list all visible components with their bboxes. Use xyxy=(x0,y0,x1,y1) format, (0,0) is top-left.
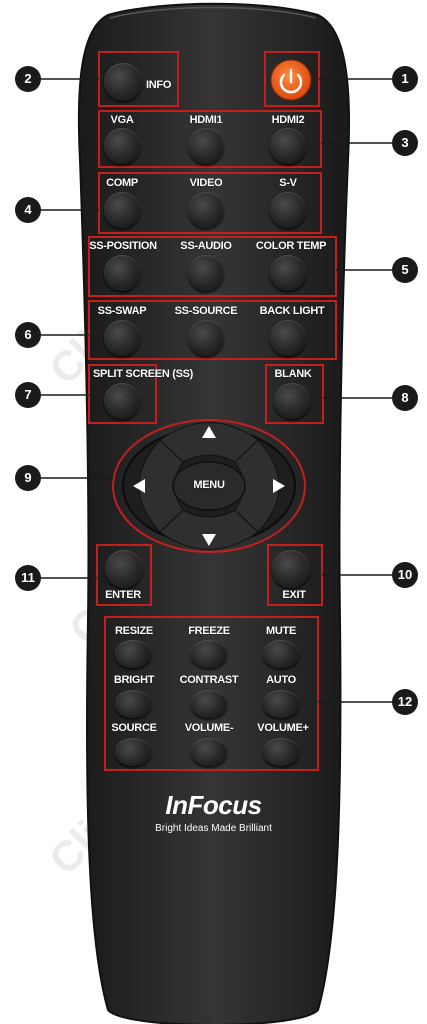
callout-10: 10 xyxy=(392,562,418,588)
ss-swap-button[interactable] xyxy=(104,320,140,356)
enter-label: ENTER xyxy=(105,589,141,601)
contrast-button[interactable] xyxy=(191,690,227,718)
arrow-down-icon xyxy=(202,534,216,546)
exit-button[interactable] xyxy=(272,550,310,588)
ss-audio-button[interactable] xyxy=(188,255,224,291)
split-screen-button[interactable] xyxy=(104,383,140,419)
callout-12: 12 xyxy=(392,689,418,715)
ss-audio-label: SS-AUDIO xyxy=(180,240,232,252)
callout-3: 3 xyxy=(392,130,418,156)
ss-source-button[interactable] xyxy=(188,320,224,356)
callout-4: 4 xyxy=(15,197,41,223)
frame-nav xyxy=(112,419,306,553)
volume-plus-button[interactable] xyxy=(263,738,299,766)
callout-9: 9 xyxy=(15,465,41,491)
callout-6: 6 xyxy=(15,322,41,348)
enter-button[interactable] xyxy=(105,550,143,588)
color-temp-label: COLOR TEMP xyxy=(255,240,327,252)
source-button[interactable] xyxy=(115,738,151,766)
callout-2: 2 xyxy=(15,66,41,92)
ss-swap-label: SS-SWAP xyxy=(97,305,147,317)
volume-minus-label: VOLUME- xyxy=(184,722,234,734)
split-screen-label: SPLIT SCREEN (SS) xyxy=(93,368,194,380)
sv-button[interactable] xyxy=(270,192,306,228)
volume-plus-label: VOLUME+ xyxy=(257,722,309,734)
frame-ss-1 xyxy=(88,236,337,297)
hdmi2-label: HDMI2 xyxy=(271,114,305,126)
back-light-button[interactable] xyxy=(270,320,306,356)
vga-label: VGA xyxy=(110,114,134,126)
sv-label: S-V xyxy=(279,177,297,189)
frame-inputs-2 xyxy=(98,172,322,234)
auto-label: AUTO xyxy=(266,674,296,686)
video-label: VIDEO xyxy=(189,177,223,189)
resize-button[interactable] xyxy=(115,640,151,668)
frame-blank xyxy=(265,364,324,424)
callout-7: 7 xyxy=(15,382,41,408)
comp-button[interactable] xyxy=(104,192,140,228)
freeze-label: FREEZE xyxy=(188,625,230,637)
ss-position-button[interactable] xyxy=(104,255,140,291)
bright-button[interactable] xyxy=(115,690,151,718)
arrow-left-icon xyxy=(133,479,145,493)
frame-bottom-keys xyxy=(104,616,319,771)
comp-label: COMP xyxy=(106,177,138,189)
info-button[interactable] xyxy=(104,63,142,101)
callout-8: 8 xyxy=(392,385,418,411)
volume-minus-button[interactable] xyxy=(191,738,227,766)
bright-label: BRIGHT xyxy=(113,674,155,686)
mute-button[interactable] xyxy=(263,640,299,668)
hdmi2-button[interactable] xyxy=(270,128,306,164)
ss-position-label: SS-POSITION xyxy=(89,240,157,252)
ss-source-label: SS-SOURCE xyxy=(174,305,238,317)
menu-button xyxy=(172,461,246,511)
mute-label: MUTE xyxy=(266,625,296,637)
frame-inputs-1 xyxy=(98,110,322,168)
resize-label: RESIZE xyxy=(115,625,153,637)
nav-pad xyxy=(122,422,296,550)
brand-tagline: Bright Ideas Made Brilliant xyxy=(155,823,272,834)
frame-ss-2 xyxy=(88,300,337,360)
hdmi1-label: HDMI1 xyxy=(189,114,223,126)
blank-label: BLANK xyxy=(274,368,312,380)
video-button[interactable] xyxy=(188,192,224,228)
callout-11: 11 xyxy=(15,565,41,591)
callout-1: 1 xyxy=(392,66,418,92)
arrow-up-icon xyxy=(202,426,216,438)
callout-5: 5 xyxy=(392,257,418,283)
frame-split xyxy=(88,364,157,424)
arrow-right-icon xyxy=(273,479,285,493)
auto-button[interactable] xyxy=(263,690,299,718)
hdmi1-button[interactable] xyxy=(188,128,224,164)
freeze-button[interactable] xyxy=(191,640,227,668)
brand-logo: InFocus xyxy=(165,790,262,820)
frame-enter xyxy=(96,544,152,606)
back-light-label: BACK LIGHT xyxy=(259,305,325,317)
contrast-label: CONTRAST xyxy=(179,674,239,686)
color-temp-button[interactable] xyxy=(270,255,306,291)
menu-label: MENU xyxy=(193,479,225,491)
vga-button[interactable] xyxy=(104,128,140,164)
blank-button[interactable] xyxy=(274,383,310,419)
source-label: SOURCE xyxy=(111,722,157,734)
info-label: INFO xyxy=(146,79,172,91)
exit-label: EXIT xyxy=(282,589,306,601)
